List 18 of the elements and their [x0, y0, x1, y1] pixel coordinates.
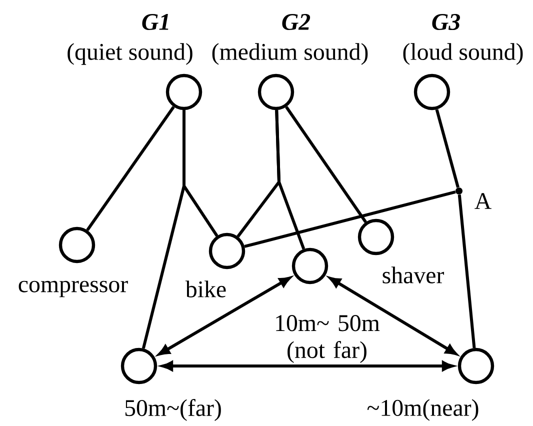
node-label: 50m~(far) [125, 399, 221, 421]
group-title: G2 [282, 14, 310, 30]
node-label: A [474, 193, 492, 209]
node-label: (loud sound) [403, 43, 523, 65]
group-title: G3 [432, 14, 460, 30]
node-label: ~10m(near) [367, 399, 478, 421]
node-label: bike [185, 280, 226, 298]
group-title: G1 [142, 14, 168, 30]
node-label: (medium sound) [212, 43, 368, 65]
node-label: compressor [18, 280, 128, 298]
connector-line [285, 106, 367, 223]
connector-line [435, 109, 460, 188]
connector-line [244, 190, 456, 248]
node-label: (quiet sound) [68, 43, 192, 65]
connector-line [458, 194, 476, 348]
connector-line [275, 110, 306, 250]
connector-line [86, 106, 175, 232]
connector-line [142, 110, 186, 349]
